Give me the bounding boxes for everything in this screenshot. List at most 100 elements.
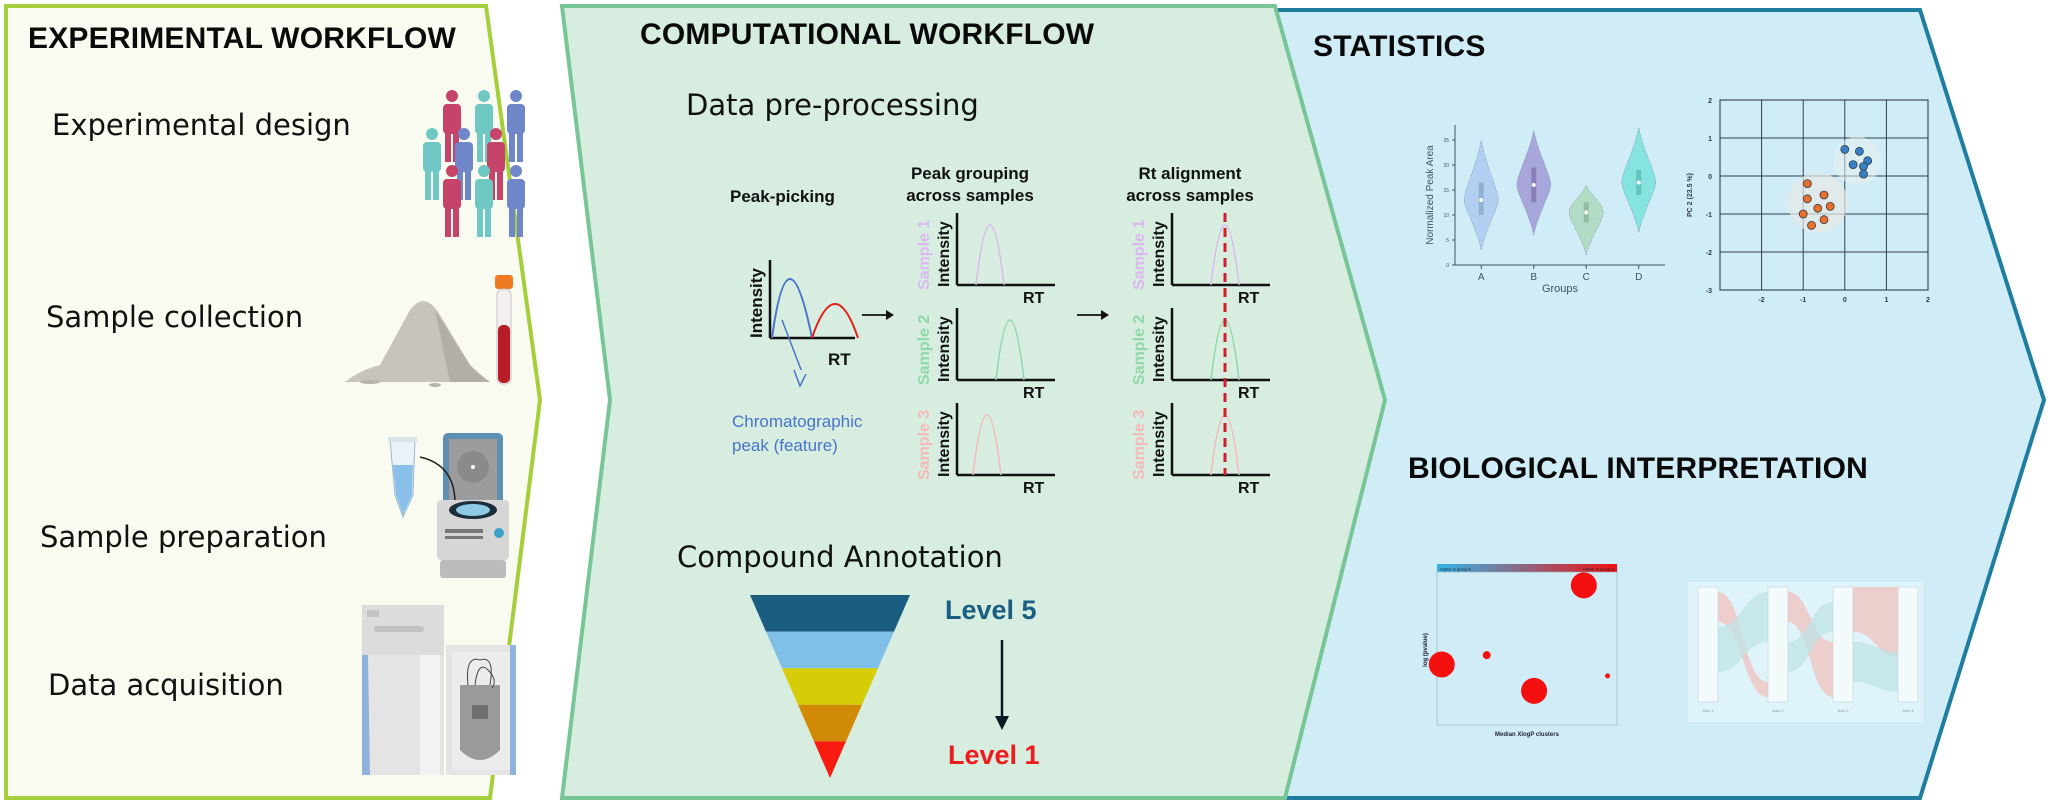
chromatogram-peak — [1210, 224, 1240, 286]
person-leg — [477, 205, 483, 237]
y-tick-label: 20 — [1443, 163, 1449, 169]
person-head — [510, 165, 522, 177]
pca-point — [1819, 190, 1829, 200]
x-tick-label: D — [1635, 272, 1642, 283]
computational-title: COMPUTATIONAL WORKFLOW — [640, 18, 1095, 51]
bubble-point — [1570, 572, 1597, 599]
alluvial-flow — [1853, 587, 1898, 657]
feature-arrowhead-icon — [793, 369, 807, 388]
x-tick-label: -1 — [1800, 297, 1806, 304]
person-body — [423, 142, 441, 172]
sample-label: Sample 1 — [916, 220, 933, 290]
alluvial-axis — [1767, 586, 1789, 703]
chromatographic-peak-annotation: Chromatographic peak (feature) — [732, 410, 862, 458]
person-head — [446, 90, 458, 102]
peak-grouping-title: Peak grouping across samples — [900, 163, 1040, 207]
level-5-label: Level 5 — [945, 595, 1037, 625]
rt-alignment-title-line-2: across samples — [1126, 186, 1254, 205]
legend-bar — [1437, 564, 1617, 572]
level-1-label: Level 1 — [948, 740, 1040, 770]
tube-and-centrifuge-icon — [388, 433, 509, 578]
arrow-to-grouping-icon — [862, 310, 894, 320]
blue-peak — [771, 278, 813, 339]
person-leg — [485, 205, 491, 237]
funnel-band — [766, 631, 894, 669]
funnel-band — [798, 704, 862, 742]
person-leg — [477, 130, 483, 162]
compound-annotation-title: Compound Annotation — [677, 540, 1003, 574]
person-icon — [423, 128, 441, 200]
person-icon — [475, 165, 493, 237]
intensity-label: Intensity — [936, 316, 953, 382]
pca-point — [1859, 162, 1868, 171]
alluvial-flow — [1718, 592, 1768, 672]
funnel-band — [750, 595, 910, 632]
peak-picking-y-label: Intensity — [747, 268, 766, 338]
y-tick-label: 0 — [1708, 174, 1712, 181]
person-body — [475, 179, 493, 209]
person-leg — [433, 168, 439, 200]
pca-point — [1840, 145, 1850, 154]
alluvial-axis-label: Axis 1 — [1703, 708, 1715, 713]
peak-grouping-title-line-2: across samples — [906, 186, 1034, 205]
person-leg — [445, 130, 451, 162]
arrow-to-alignment-icon — [1077, 310, 1109, 320]
x-tick-label: B — [1530, 272, 1537, 283]
y-tick-label: 25 — [1443, 138, 1449, 144]
x-tick-label: C — [1583, 272, 1590, 283]
rt-label: RT — [1023, 385, 1045, 402]
rt-label: RT — [1238, 385, 1260, 402]
y-tick-label: -1 — [1706, 212, 1712, 219]
person-icon — [443, 165, 461, 237]
x-tick-label: 1 — [1884, 297, 1888, 304]
cluster-halo — [1833, 136, 1882, 185]
pca-point — [1854, 146, 1864, 156]
sample-label: Sample 3 — [1131, 410, 1148, 480]
pca-point — [1802, 194, 1812, 204]
red-peak — [811, 303, 859, 339]
y-tick-label: 5 — [1446, 238, 1449, 244]
peak-picking-plot: Intensity RT — [747, 260, 859, 370]
person-leg — [517, 130, 523, 162]
person-head — [478, 165, 490, 177]
person-body — [507, 179, 525, 209]
x-tick-label: -2 — [1758, 297, 1764, 304]
person-head — [490, 128, 502, 140]
rt-label: RT — [1023, 290, 1045, 307]
person-leg — [517, 205, 523, 237]
pca-point — [1819, 215, 1829, 225]
pca-point — [1813, 203, 1823, 213]
alluvial-axis — [1832, 586, 1854, 703]
person-head — [458, 128, 470, 140]
alluvial-axis-label: Axis 2 — [1773, 708, 1785, 713]
intensity-label: Intensity — [1151, 316, 1168, 382]
person-body — [475, 104, 493, 134]
person-body — [507, 104, 525, 134]
annotation-line-1: Chromatographic — [732, 412, 863, 431]
y-tick-label: 1 — [1708, 136, 1712, 143]
y-axis-label: Normalized Peak Area — [1425, 145, 1436, 245]
y-tick-label: 10 — [1443, 213, 1449, 219]
rt-alignment-title: Rt alignment across samples — [1120, 163, 1260, 207]
pca-point — [1807, 220, 1816, 230]
person-head — [446, 165, 458, 177]
y-tick-label: 2 — [1708, 98, 1712, 105]
funnel-band — [782, 668, 878, 705]
person-body — [443, 179, 461, 209]
pca-point — [1802, 179, 1812, 188]
pca-point — [1859, 169, 1868, 179]
plot-frame — [1436, 571, 1618, 726]
bubble-point — [1482, 651, 1491, 660]
mass-spectrometer-icon — [362, 605, 516, 775]
person-leg — [425, 168, 431, 200]
